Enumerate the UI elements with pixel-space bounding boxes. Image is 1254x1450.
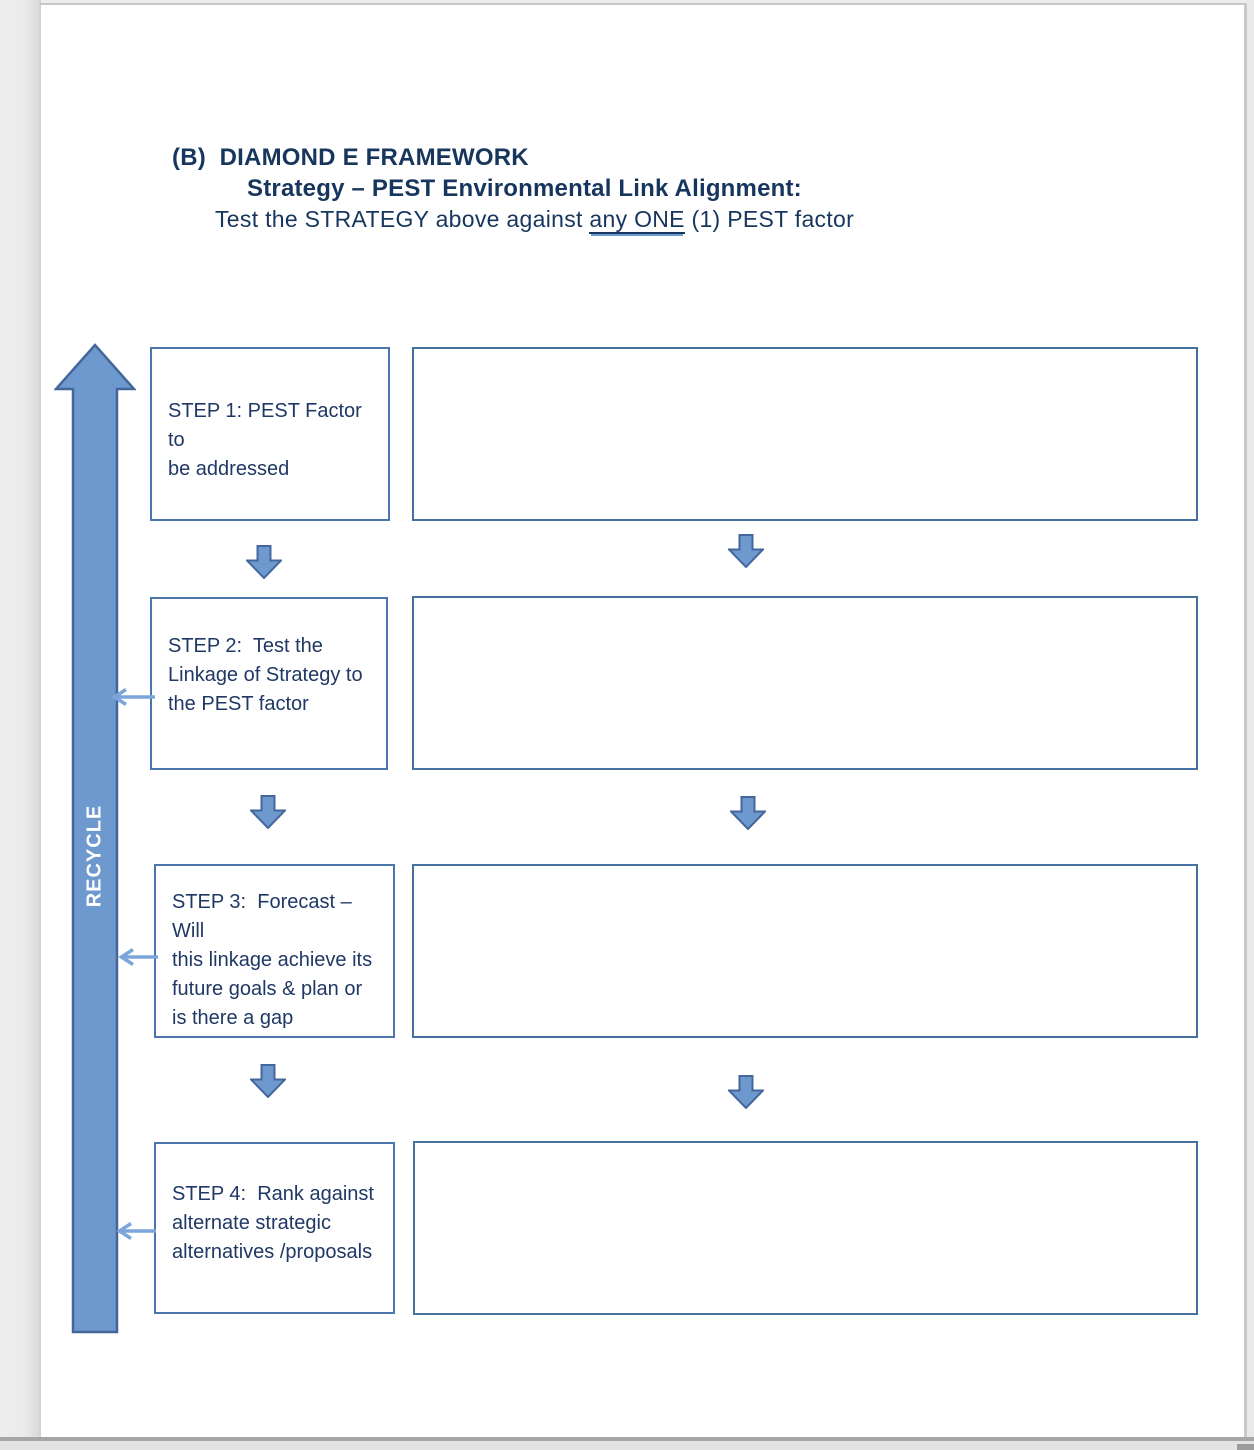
down-arrow-icon bbox=[730, 796, 766, 830]
title-line-3-suffix: (1) PEST factor bbox=[684, 206, 855, 232]
step-4-box: STEP 4: Rank against alternate strategic… bbox=[154, 1142, 395, 1314]
step-4-label: STEP 4: Rank against alternate strategic… bbox=[172, 1183, 374, 1263]
down-arrow-icon bbox=[246, 545, 282, 579]
step-2-box: STEP 2: Test the Linkage of Strategy to … bbox=[150, 597, 388, 770]
answer-box-1[interactable] bbox=[412, 347, 1198, 521]
down-arrow-icon bbox=[250, 795, 286, 829]
page-right-border bbox=[1244, 3, 1247, 1437]
down-arrow-icon bbox=[728, 534, 764, 568]
step-2-label: STEP 2: Test the Linkage of Strategy to … bbox=[168, 635, 363, 715]
title-line-3-prefix: Test the STRATEGY above against bbox=[215, 206, 590, 232]
step-1-box: STEP 1: PEST Factor to be addressed bbox=[150, 347, 390, 521]
recycle-feedback-arrow-icon bbox=[116, 1222, 156, 1240]
title-line-3: Test the STRATEGY above against any ONE … bbox=[215, 206, 855, 235]
recycle-feedback-arrow-icon bbox=[118, 948, 158, 966]
answer-box-3[interactable] bbox=[412, 864, 1198, 1038]
step-3-label: STEP 3: Forecast – Will this linkage ach… bbox=[172, 891, 373, 1029]
recycle-up-arrow-icon bbox=[54, 343, 136, 1334]
down-arrow-icon bbox=[250, 1064, 286, 1098]
title-line-1: (B) DIAMOND E FRAMEWORK bbox=[172, 144, 529, 171]
window-bottom-divider bbox=[0, 1437, 1254, 1441]
answer-box-2[interactable] bbox=[412, 596, 1198, 770]
down-arrow-icon bbox=[728, 1075, 764, 1109]
page-left-margin bbox=[0, 0, 41, 1437]
page-top-border bbox=[40, 3, 1247, 6]
scrollbar-corner[interactable] bbox=[1237, 1444, 1254, 1450]
step-1-label: STEP 1: PEST Factor to be addressed bbox=[168, 400, 362, 480]
bottom-scroll-area[interactable] bbox=[0, 1441, 1254, 1450]
page-right-margin bbox=[1247, 0, 1254, 1450]
answer-box-4[interactable] bbox=[413, 1141, 1198, 1315]
recycle-feedback-arrow-icon bbox=[111, 688, 155, 706]
title-line-2: Strategy – PEST Environmental Link Align… bbox=[247, 175, 802, 202]
title-underlined-phrase: any ONE bbox=[589, 207, 685, 235]
recycle-label: RECYCLE bbox=[83, 804, 106, 908]
step-3-box: STEP 3: Forecast – Will this linkage ach… bbox=[154, 864, 395, 1038]
